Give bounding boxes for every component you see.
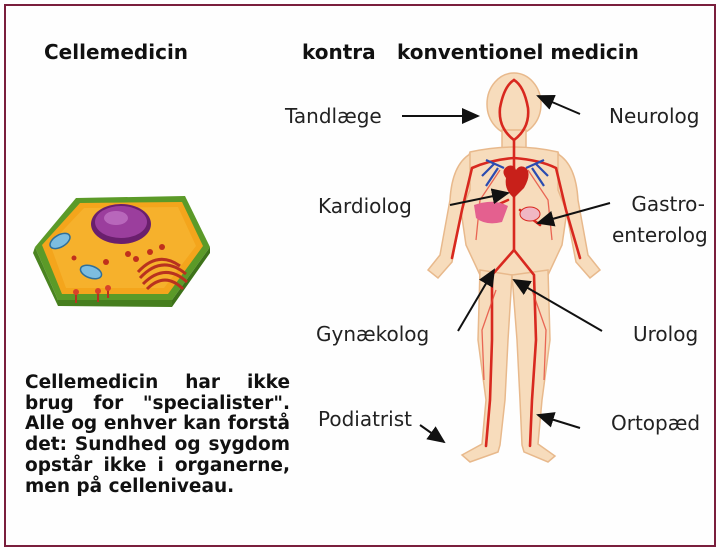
arrow-gynaekolog: [458, 270, 494, 331]
label-gynaekolog: Gynækolog: [316, 322, 429, 346]
arrow-neurolog: [538, 96, 580, 114]
label-gastro-line1: Gastro-: [612, 192, 705, 216]
label-neurolog: Neurolog: [609, 104, 699, 128]
description-text: Cellemedicin har ikke brug for "speciali…: [25, 373, 290, 497]
arrow-podiatrist: [420, 425, 444, 442]
arrow-kardiolog: [450, 193, 508, 205]
label-kardiolog: Kardiolog: [318, 194, 412, 218]
label-ortopaed: Ortopæd: [611, 411, 700, 435]
arrow-urolog: [514, 280, 602, 331]
arrow-ortopaed: [538, 415, 580, 428]
arrow-gastroenterolog: [538, 203, 610, 223]
label-tandlaege: Tandlæge: [285, 104, 382, 128]
label-podiatrist: Podiatrist: [318, 407, 412, 431]
label-urolog: Urolog: [633, 322, 698, 346]
label-gastro-line2: enterolog: [612, 223, 705, 247]
